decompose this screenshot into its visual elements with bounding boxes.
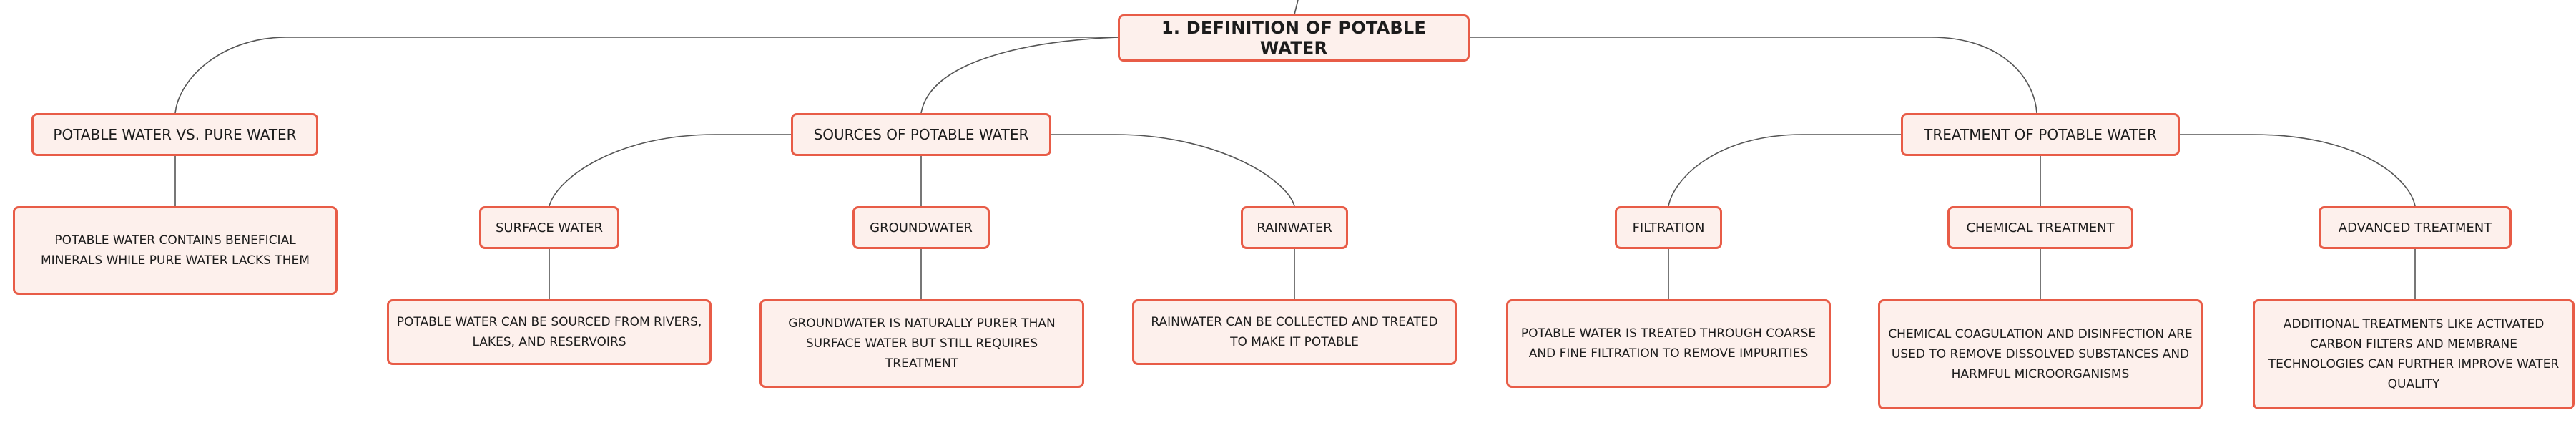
node-chemical-treatment[interactable]: CHEMICAL TREATMENT — [1947, 206, 2133, 249]
connector-root-sources — [920, 37, 1119, 114]
connector-sources-rain — [1051, 134, 1295, 207]
connector-treatment-advanced — [2180, 134, 2416, 207]
node-groundwater[interactable]: GROUNDWATER — [852, 206, 990, 249]
connector-root-parent — [1294, 0, 1299, 15]
node-chemical-treatment-detail[interactable]: CHEMICAL COAGULATION AND DISINFECTION AR… — [1878, 299, 2203, 409]
node-advanced-treatment-detail-text: ADDITIONAL TREATMENTS LIKE ACTIVATED CAR… — [2268, 317, 2560, 392]
node-rainwater-detail[interactable]: RAINWATER CAN BE COLLECTED AND TREATED T… — [1132, 299, 1457, 365]
node-surface-water[interactable]: SURFACE WATER — [479, 206, 619, 249]
node-advanced-treatment[interactable]: ADVANCED TREATMENT — [2319, 206, 2512, 249]
node-surface-water-label: SURFACE WATER — [495, 220, 604, 235]
node-sources[interactable]: SOURCES OF POTABLE WATER — [791, 113, 1051, 156]
connector-root-treatment — [1470, 37, 2037, 114]
node-advanced-treatment-label: ADVANCED TREATMENT — [2338, 220, 2492, 235]
node-sources-label: SOURCES OF POTABLE WATER — [813, 126, 1029, 143]
node-treatment[interactable]: TREATMENT OF POTABLE WATER — [1901, 113, 2180, 156]
node-treatment-label: TREATMENT OF POTABLE WATER — [1924, 126, 2157, 143]
node-rainwater-detail-text: RAINWATER CAN BE COLLECTED AND TREATED T… — [1151, 315, 1438, 349]
node-rainwater[interactable]: RAINWATER — [1241, 206, 1348, 249]
connector-treatment-filtration — [1668, 134, 1901, 207]
connector-sources-surface — [549, 134, 791, 207]
node-advanced-treatment-detail[interactable]: ADDITIONAL TREATMENTS LIKE ACTIVATED CAR… — [2253, 299, 2575, 409]
root-node[interactable]: 1. DEFINITION OF POTABLE WATER — [1118, 14, 1470, 62]
node-potable-vs-pure-detail-text: POTABLE WATER CONTAINS BENEFICIAL MINERA… — [41, 233, 310, 268]
node-filtration-detail[interactable]: POTABLE WATER IS TREATED THROUGH COARSE … — [1506, 299, 1831, 388]
node-filtration[interactable]: FILTRATION — [1615, 206, 1722, 249]
connector-root-potable-vs-pure — [174, 37, 1118, 114]
node-groundwater-detail[interactable]: GROUNDWATER IS NATURALLY PURER THAN SURF… — [759, 299, 1084, 388]
node-rainwater-label: RAINWATER — [1257, 220, 1332, 235]
node-surface-water-detail[interactable]: POTABLE WATER CAN BE SOURCED FROM RIVERS… — [387, 299, 712, 365]
node-groundwater-label: GROUNDWATER — [870, 220, 973, 235]
node-groundwater-detail-text: GROUNDWATER IS NATURALLY PURER THAN SURF… — [788, 316, 1056, 371]
node-potable-vs-pure-label: POTABLE WATER VS. PURE WATER — [53, 126, 297, 143]
node-potable-vs-pure[interactable]: POTABLE WATER VS. PURE WATER — [31, 113, 318, 156]
node-chemical-treatment-label: CHEMICAL TREATMENT — [1966, 220, 2115, 235]
node-filtration-label: FILTRATION — [1632, 220, 1705, 235]
node-potable-vs-pure-detail[interactable]: POTABLE WATER CONTAINS BENEFICIAL MINERA… — [13, 206, 338, 295]
node-chemical-treatment-detail-text: CHEMICAL COAGULATION AND DISINFECTION AR… — [1888, 327, 2193, 381]
node-filtration-detail-text: POTABLE WATER IS TREATED THROUGH COARSE … — [1520, 326, 1817, 361]
root-node-label: 1. DEFINITION OF POTABLE WATER — [1161, 18, 1426, 58]
node-surface-water-detail-text: POTABLE WATER CAN BE SOURCED FROM RIVERS… — [396, 315, 702, 349]
